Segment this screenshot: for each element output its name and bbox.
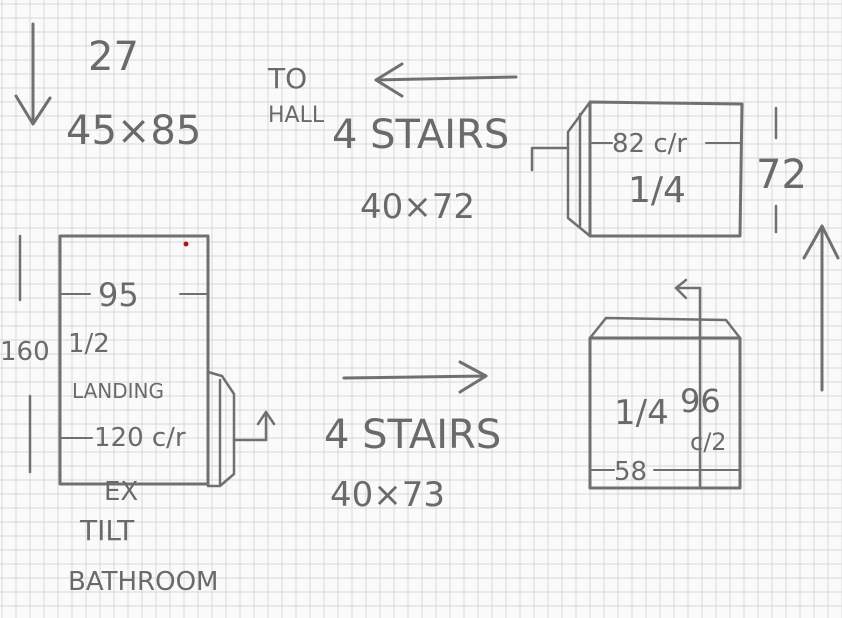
landing-label-line2: BATHROOM xyxy=(68,567,218,597)
left-arrow-icon xyxy=(374,62,518,98)
up-arrow-icon xyxy=(802,224,840,392)
lower-flight-title: 4 STAIRS xyxy=(324,412,501,458)
quarter-top-side-dim: 72 xyxy=(756,152,807,198)
down-arrow-icon xyxy=(14,22,52,126)
landing-width-dim: 95 xyxy=(98,276,139,314)
to-hall-line2: HALL xyxy=(268,103,325,128)
quarter-landing-top: 82 c/r 1/4 72 xyxy=(530,100,807,238)
landing-name: LANDING xyxy=(72,379,164,403)
step-size: 45×85 xyxy=(66,108,201,154)
quarter-bottom-bottom-dim: 58 xyxy=(614,457,647,487)
ink-dot xyxy=(183,241,189,247)
landing-below-note: EX xyxy=(104,477,138,507)
quarter-top-dim: 82 c/r xyxy=(612,129,687,159)
landing-dim: 120 c/r xyxy=(94,423,186,453)
to-hall-note: TO HALL xyxy=(267,62,518,128)
to-hall-line1: TO xyxy=(267,62,307,95)
landing-height-dim: 160 xyxy=(0,337,50,367)
upper-flight-title: 4 STAIRS xyxy=(332,112,509,158)
quarter-bottom-fraction: 1/4 xyxy=(614,393,669,433)
quarter-bottom-dim-b: c/2 xyxy=(690,428,727,456)
quarter-top-fraction: 1/4 xyxy=(628,170,686,211)
half-landing: 160 95 1/2 LANDING 120 c/r EX TILT BATHR… xyxy=(0,234,276,597)
top-left-note: 27 45×85 xyxy=(14,22,201,154)
turn-arrow-icon xyxy=(674,278,702,338)
turn-arrow-icon xyxy=(530,146,570,172)
upper-stair-flight: 4 STAIRS 40×72 xyxy=(332,112,509,227)
lower-flight-size: 40×73 xyxy=(330,475,445,515)
quarter-bottom-dim-a: 96 xyxy=(680,382,721,420)
turn-arrow-icon xyxy=(232,410,276,442)
landing-fraction: 1/2 xyxy=(68,329,110,359)
step-count: 27 xyxy=(88,34,139,80)
landing-label-line1: TILT xyxy=(79,514,135,547)
upper-flight-size: 40×72 xyxy=(360,187,475,227)
quarter-landing-bottom: 1/4 96 c/2 58 xyxy=(588,278,742,490)
lower-stair-flight: 4 STAIRS 40×73 xyxy=(324,360,501,515)
right-arrow-icon xyxy=(342,360,488,394)
